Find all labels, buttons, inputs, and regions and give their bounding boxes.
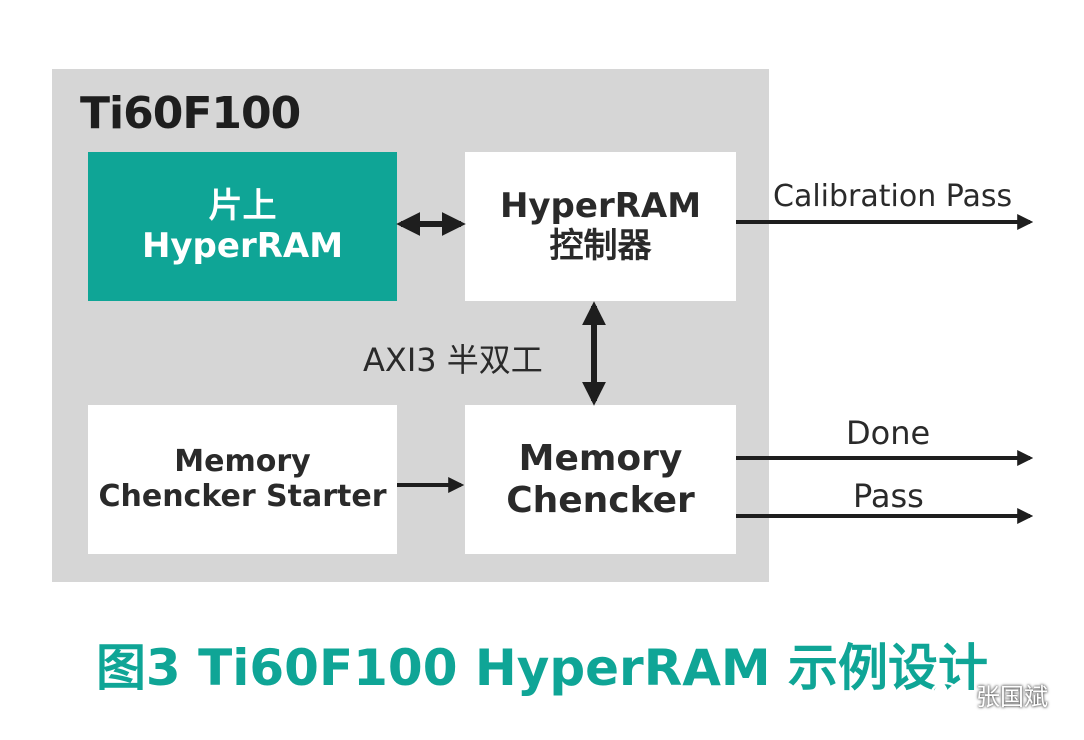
starter-line2: Chencker Starter bbox=[98, 478, 387, 514]
onchip-hyperram-block: 片上 HyperRAM bbox=[88, 152, 397, 301]
onchip-line2: HyperRAM bbox=[141, 225, 344, 266]
done-label: Done bbox=[846, 414, 931, 452]
pass-label: Pass bbox=[853, 477, 924, 515]
wechat-icon bbox=[930, 681, 969, 708]
controller-line2: 控制器 bbox=[549, 225, 652, 266]
memory-checker-starter-block: Memory Chencker Starter bbox=[88, 405, 397, 554]
figure-caption: 图3 Ti60F100 HyperRAM 示例设计 bbox=[95, 639, 989, 697]
chip-title: Ti60F100 bbox=[80, 88, 301, 139]
watermark: 张国斌 bbox=[930, 677, 1048, 712]
watermark-text: 张国斌 bbox=[976, 683, 1048, 711]
memory-checker-block: Memory Chencker bbox=[465, 405, 736, 554]
checker-line2: Chencker bbox=[506, 479, 695, 521]
axi3-label: AXI3 半双工 bbox=[363, 341, 543, 379]
onchip-line1: 片上 bbox=[208, 186, 277, 227]
starter-line1: Memory bbox=[174, 444, 311, 479]
checker-line1: Memory bbox=[518, 438, 683, 480]
calibration-pass-label: Calibration Pass bbox=[773, 179, 1013, 214]
controller-line1: HyperRAM bbox=[499, 186, 702, 227]
hyperram-controller-block: HyperRAM 控制器 bbox=[465, 152, 736, 301]
